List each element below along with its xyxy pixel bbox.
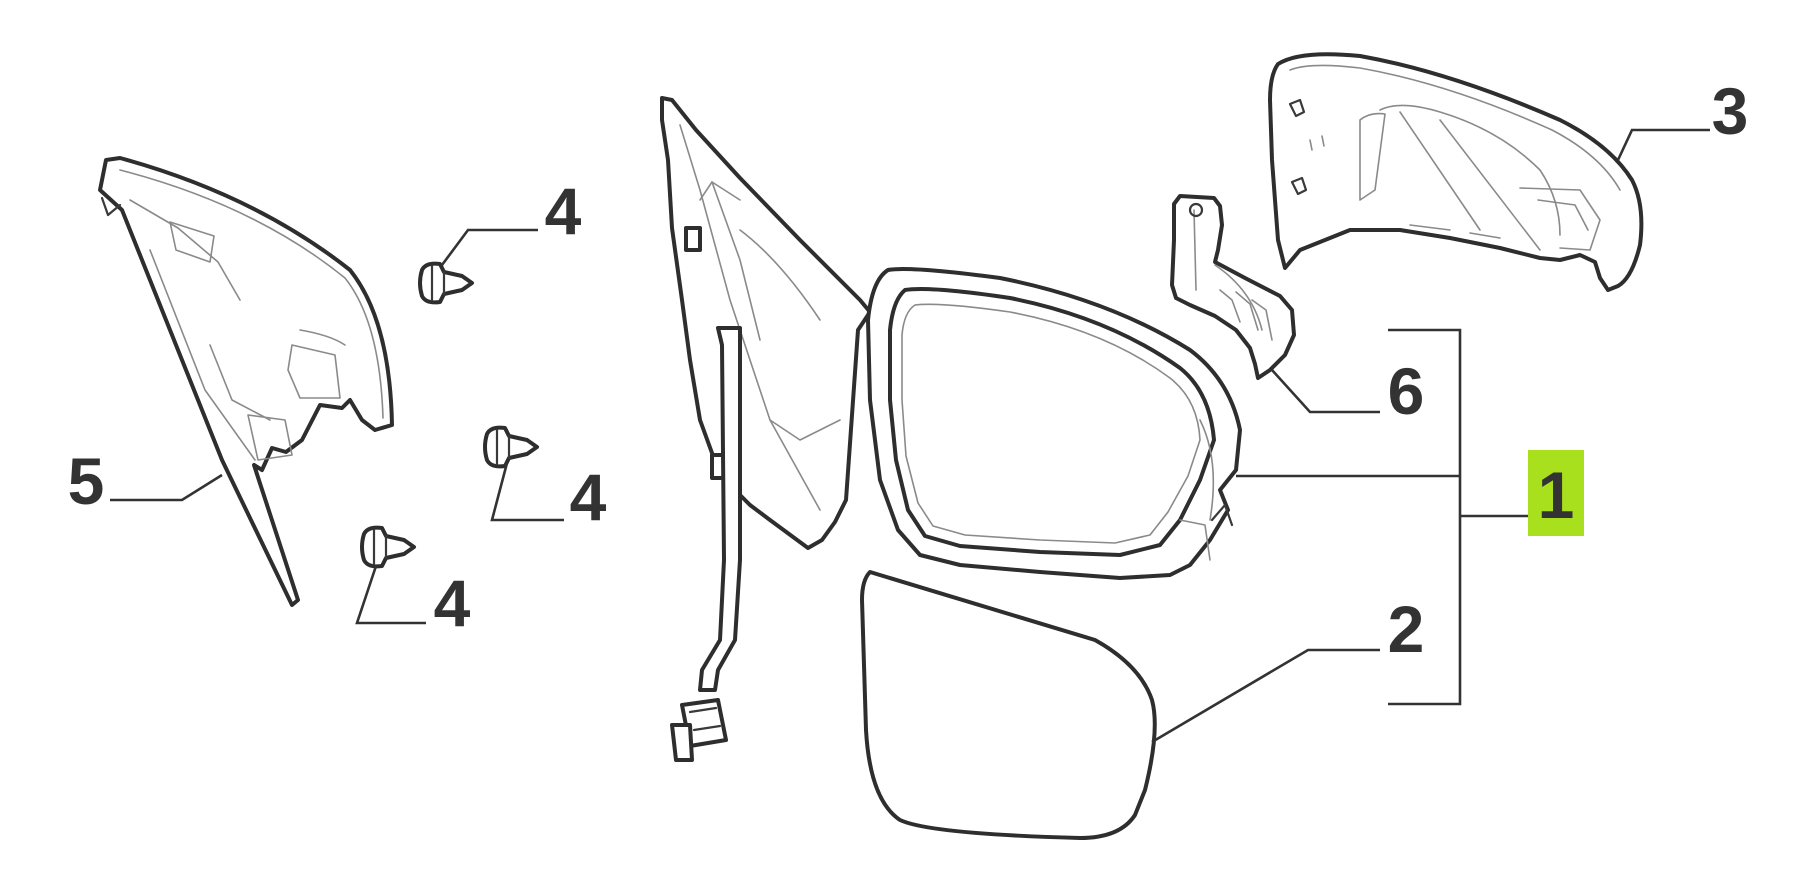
callout-4-middle: 4 (570, 460, 607, 534)
leader-4a (440, 228, 538, 266)
callout-2: 2 (1388, 592, 1425, 666)
highlight-box-1 (1528, 450, 1584, 536)
leader-4c (355, 565, 426, 625)
leader-5 (110, 473, 223, 502)
callouts: 1 2 3 4 4 4 5 6 (68, 74, 1749, 666)
callout-1: 1 (1538, 458, 1575, 532)
leader-lines (110, 128, 1710, 744)
callout-6: 6 (1388, 354, 1425, 428)
inner-trim-cover (98, 156, 394, 607)
push-clip-upper (418, 261, 474, 305)
mirror-base-assembly (660, 96, 1242, 762)
turn-signal-lamp (1170, 194, 1296, 380)
leader-4b (490, 462, 564, 522)
callout-4-upper: 4 (545, 174, 582, 248)
mirror-glass (860, 570, 1157, 840)
leader-6 (1271, 369, 1380, 414)
push-clip-middle (483, 425, 539, 469)
leader-3 (1616, 128, 1710, 161)
mirror-cap (1268, 52, 1644, 292)
callout-5: 5 (68, 444, 105, 518)
push-clip-lower (360, 525, 416, 569)
callout-3: 3 (1712, 74, 1749, 148)
leader-2 (1151, 648, 1380, 744)
callout-4-lower: 4 (434, 566, 471, 640)
